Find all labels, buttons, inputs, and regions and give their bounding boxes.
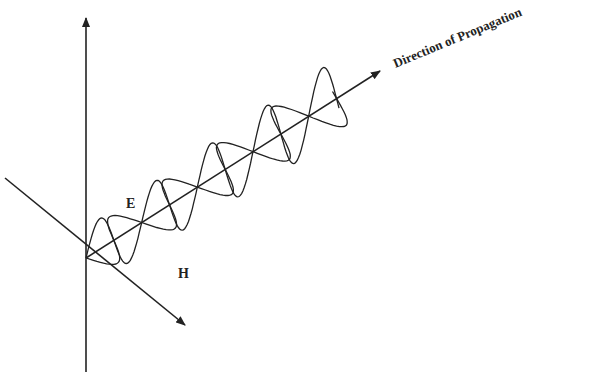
vertical-axis [85,18,87,372]
propagation-axis [86,71,380,258]
field-label: H [176,266,191,282]
electric-wave [86,68,339,264]
magnetic-wave [86,92,347,265]
direction-label: Direction of Propagation [389,3,525,71]
field-label: E [124,196,137,212]
